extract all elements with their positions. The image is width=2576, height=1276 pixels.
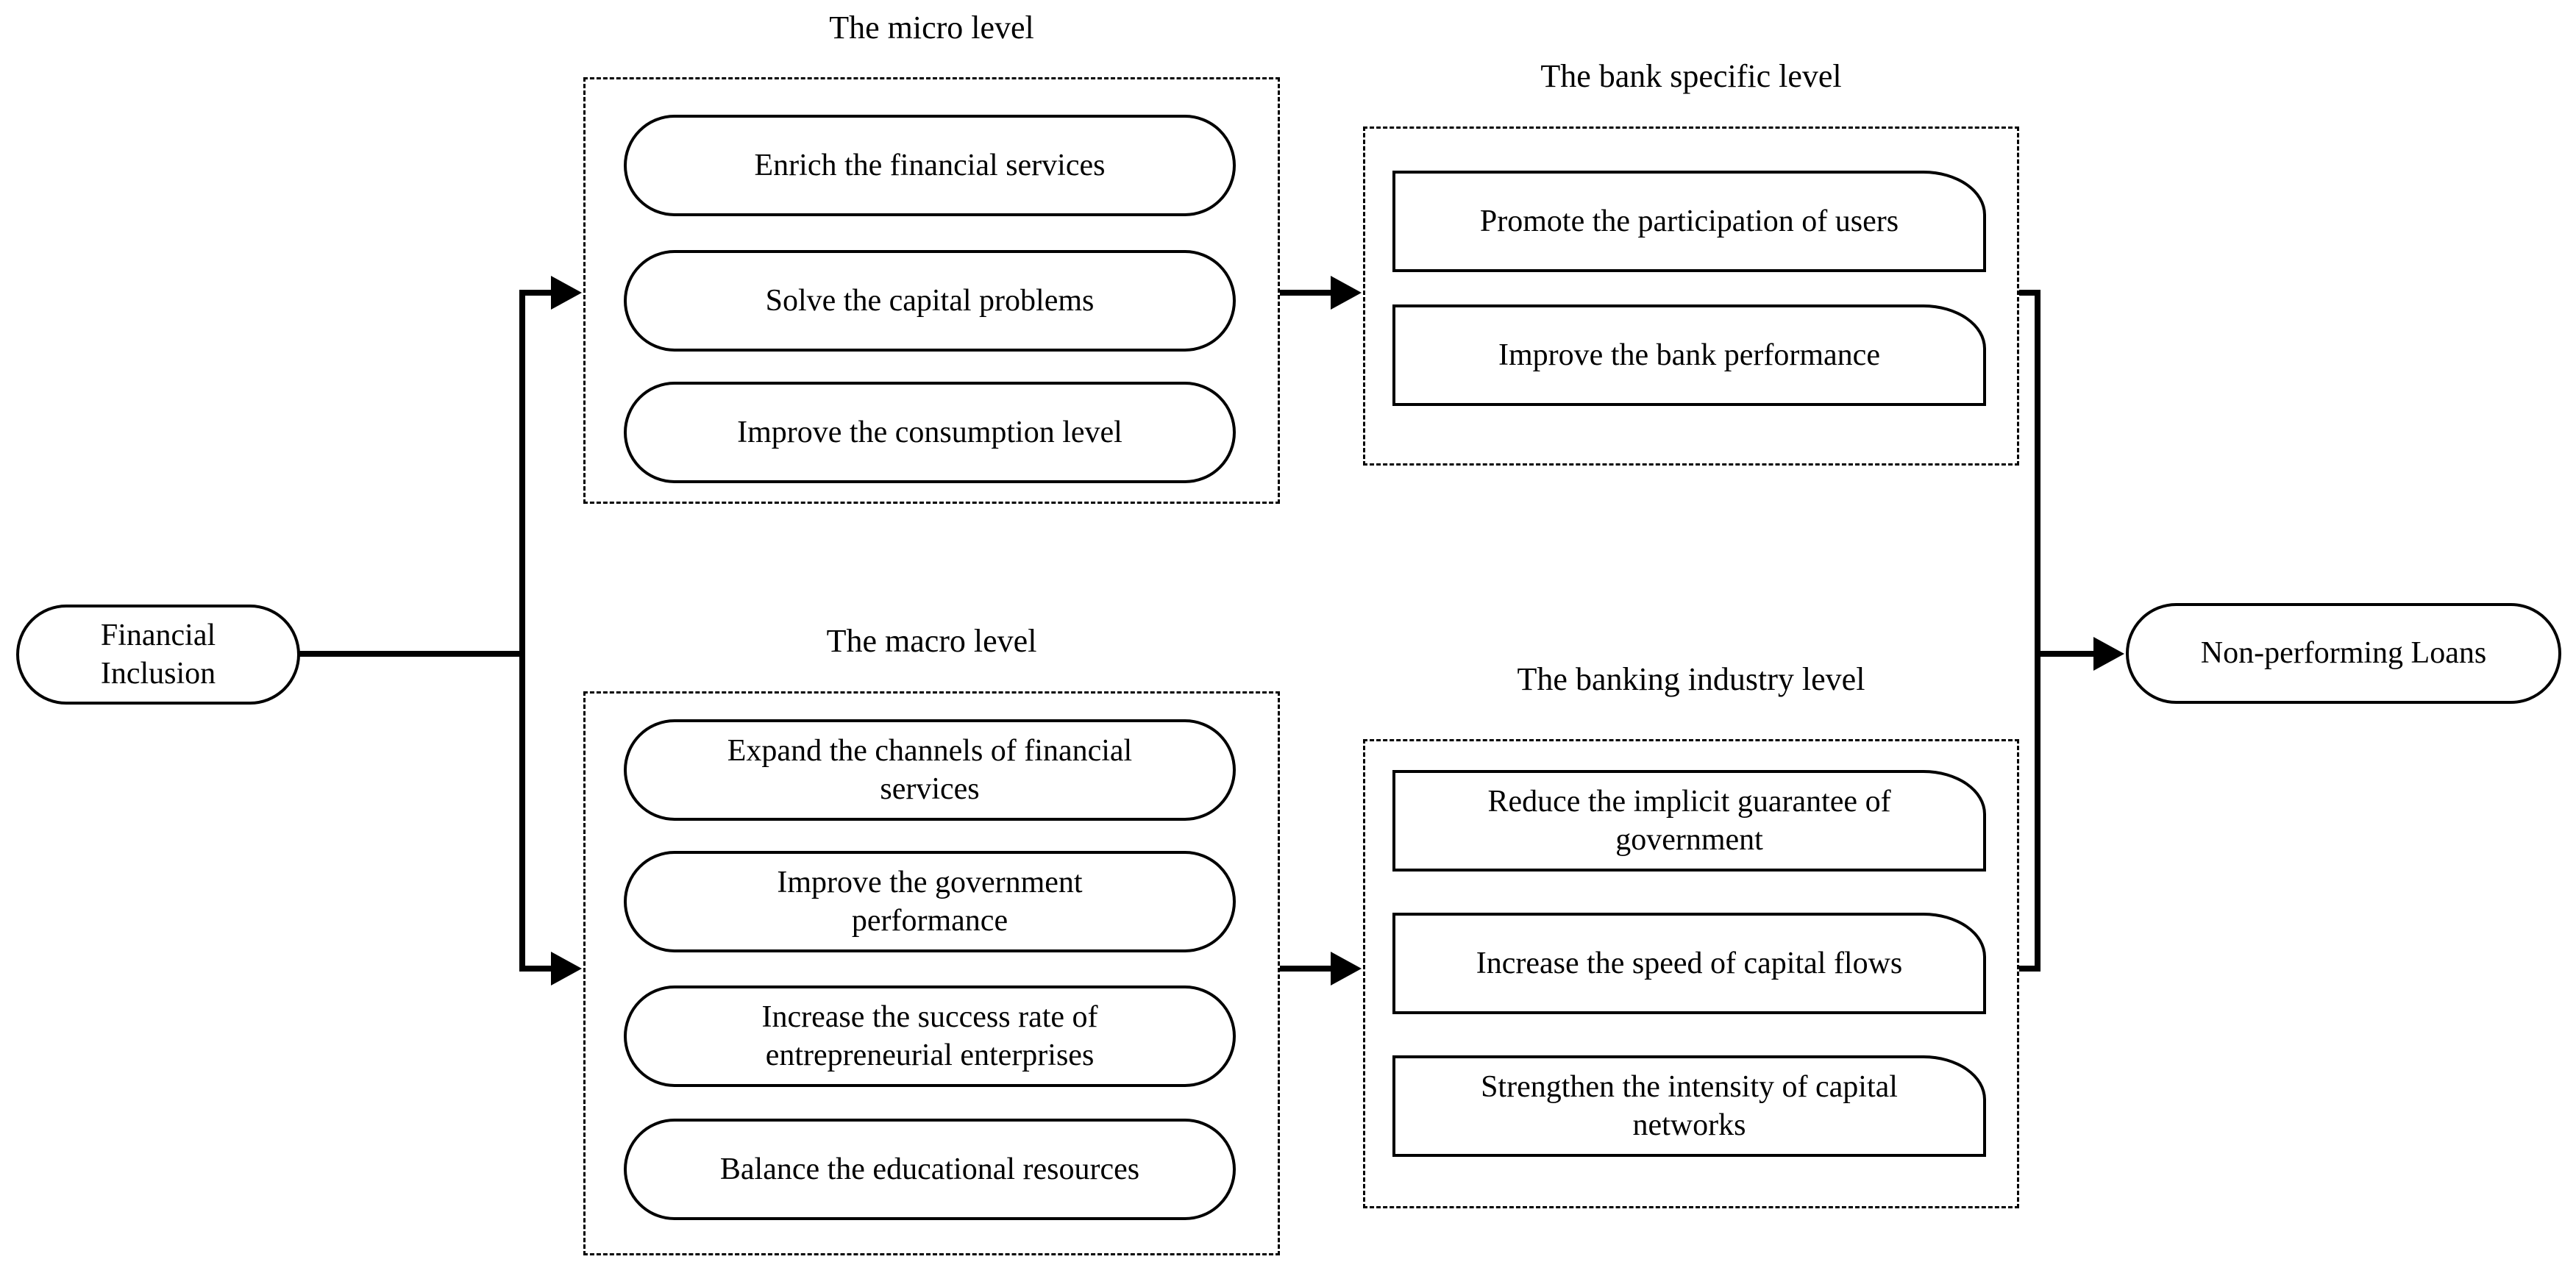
node-improve-bank-performance: Improve the bank performance	[1392, 304, 1986, 406]
arrowhead-into-macro	[551, 952, 582, 985]
node-label: Improve the government performance	[777, 865, 1083, 938]
node-enrich-financial-services: Enrich the financial services	[624, 115, 1236, 216]
node-label: Improve the consumption level	[737, 415, 1122, 449]
group-bank-specific-level	[1363, 126, 2019, 466]
node-label: Reduce the implicit guarantee of governm…	[1487, 784, 1891, 858]
node-financial-inclusion-label: Financial Inclusion	[100, 618, 216, 691]
node-label: Expand the channels of financial service…	[727, 733, 1133, 807]
node-increase-speed-capital-flows: Increase the speed of capital flows	[1392, 913, 1986, 1014]
group-banking-industry-level	[1363, 739, 2019, 1208]
node-label: Enrich the financial services	[754, 148, 1106, 182]
node-non-performing-loans-label: Non-performing Loans	[2200, 636, 2487, 671]
node-expand-channels: Expand the channels of financial service…	[624, 719, 1236, 821]
group-micro-level	[583, 77, 1280, 504]
node-label: Increase the success rate of entrepreneu…	[761, 999, 1098, 1073]
node-label: Solve the capital problems	[765, 283, 1095, 318]
group-title-banking-industry-level: The banking industry level	[1517, 661, 1865, 697]
arrowhead-into-bank-specific	[1331, 276, 1362, 310]
group-title-micro-level: The micro level	[829, 10, 1034, 46]
node-balance-educational-resources: Balance the educational resources	[624, 1119, 1236, 1220]
node-strengthen-capital-networks: Strengthen the intensity of capital netw…	[1392, 1055, 1986, 1157]
node-label: Improve the bank performance	[1498, 338, 1880, 372]
node-label: Promote the participation of users	[1479, 204, 1899, 238]
node-label: Increase the speed of capital flows	[1476, 946, 1903, 980]
group-title-bank-specific-level: The bank specific level	[1540, 58, 1842, 94]
node-financial-inclusion: Financial Inclusion	[16, 605, 300, 705]
group-macro-level	[583, 691, 1280, 1255]
node-reduce-implicit-guarantee: Reduce the implicit guarantee of governm…	[1392, 770, 1986, 872]
node-improve-consumption-level: Improve the consumption level	[624, 382, 1236, 483]
node-solve-capital-problems: Solve the capital problems	[624, 250, 1236, 352]
node-promote-participation-users: Promote the participation of users	[1392, 171, 1986, 272]
arrowhead-into-banking-industry	[1331, 952, 1362, 985]
node-label: Strengthen the intensity of capital netw…	[1481, 1069, 1898, 1143]
arrowhead-into-sink	[2093, 637, 2124, 671]
node-increase-success-rate: Increase the success rate of entrepreneu…	[624, 985, 1236, 1087]
group-title-macro-level: The macro level	[826, 623, 1037, 659]
node-non-performing-loans: Non-performing Loans	[2126, 603, 2561, 704]
node-label: Balance the educational resources	[719, 1152, 1140, 1186]
node-improve-government-performance: Improve the government performance	[624, 851, 1236, 952]
arrowhead-into-micro	[551, 276, 582, 310]
